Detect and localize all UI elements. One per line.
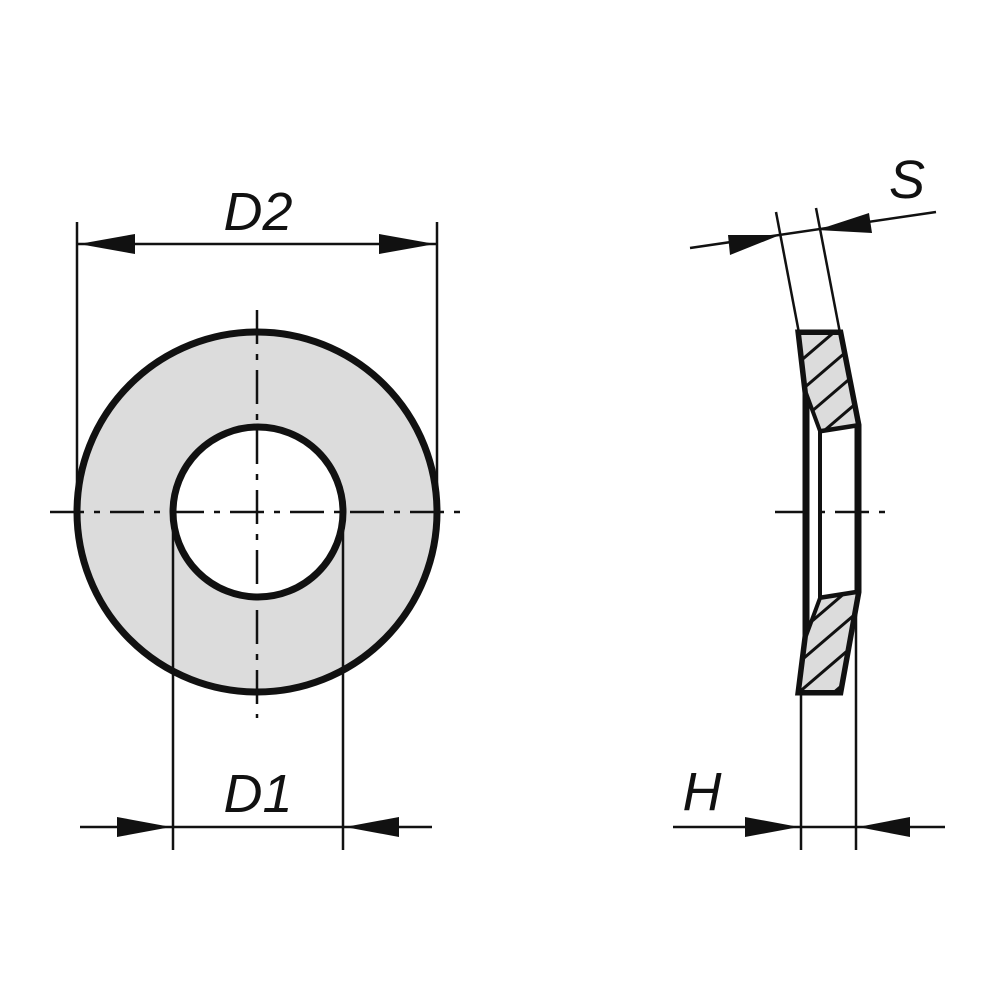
d2-arrowhead-left bbox=[79, 234, 135, 254]
d1-label: D1 bbox=[223, 764, 292, 824]
h-label: H bbox=[683, 762, 723, 822]
front-view: D2 D1 bbox=[50, 182, 462, 850]
d2-dimension: D2 bbox=[75, 182, 439, 512]
s-arrowhead-right bbox=[817, 213, 872, 233]
h-arrowhead-right bbox=[858, 817, 910, 837]
s-arrowhead-left bbox=[728, 235, 780, 255]
h-dimension: H bbox=[673, 600, 945, 850]
s-dimension-line bbox=[689, 210, 937, 250]
d2-label: D2 bbox=[223, 182, 292, 242]
d1-dimension: D1 bbox=[80, 512, 432, 850]
d1-arrowhead-right bbox=[345, 817, 399, 837]
d1-arrowhead-left bbox=[117, 817, 171, 837]
section-top-border bbox=[796, 331, 861, 434]
d2-arrowhead-right bbox=[379, 234, 435, 254]
s-label: S bbox=[889, 150, 925, 210]
h-arrowhead-left bbox=[745, 817, 799, 837]
s-dimension: S bbox=[689, 150, 937, 334]
side-view: S H bbox=[673, 150, 945, 850]
section-bottom-border bbox=[796, 589, 861, 694]
s-extension-left bbox=[774, 211, 801, 334]
